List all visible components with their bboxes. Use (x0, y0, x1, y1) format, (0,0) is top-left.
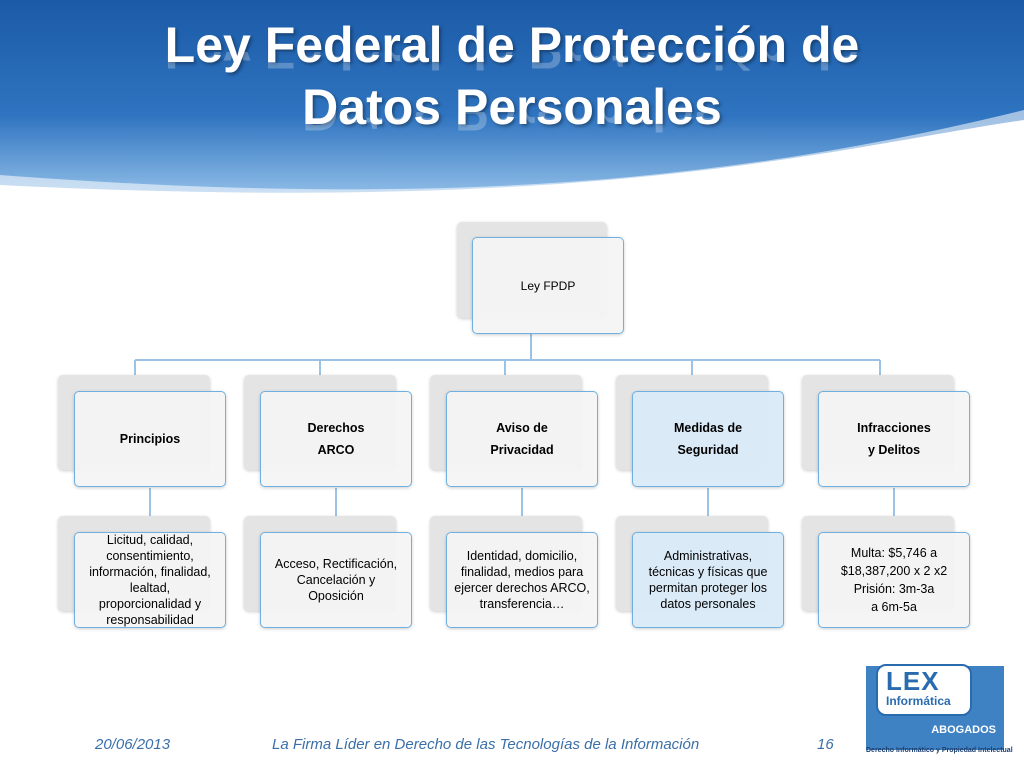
detail-line: Identidad, domicilio, (466, 549, 578, 563)
branch-heading-line: Privacidad (490, 443, 554, 457)
branch-heading-line: Principios (119, 432, 181, 446)
speech-bubble-icon (876, 664, 972, 716)
branch-principios: Principios (74, 391, 226, 487)
lex-informatica-logo: LEX Informática ABOGADOS Derecho Informá… (866, 664, 1013, 758)
detail-line: finalidad, medios para (460, 565, 584, 579)
detail-line: Cancelación y (296, 573, 376, 587)
branch-aviso-privacidad: Aviso de Privacidad (446, 391, 598, 487)
footer-page-number: 16 (817, 736, 834, 753)
detail-line: responsabilidad (106, 613, 194, 627)
detail-derechos-arco: Acceso, Rectificación, Cancelación y Opo… (260, 532, 412, 628)
detail-infracciones-delitos: Multa: $5,746 a $18,387,200 x 2 x2 Prisi… (818, 532, 970, 628)
detail-line: $18,387,200 x 2 x2 (840, 564, 948, 578)
detail-line: transferencia… (479, 597, 565, 611)
slide-title-reflection-1: Ley Federal de Protección de (0, 52, 1024, 80)
slide-title-line-1: Ley Federal de Protección de (164, 17, 860, 73)
header-band (0, 0, 1024, 203)
detail-line: Multa: $5,746 a (850, 546, 938, 560)
detail-line: a 6m-5a (871, 600, 917, 614)
detail-line: información, finalidad, (89, 565, 211, 579)
branch-heading-line: Aviso de (496, 421, 548, 435)
slide-title-line-2: Datos Personales (302, 79, 722, 135)
branch-infracciones-delitos: Infracciones y Delitos (818, 391, 970, 487)
detail-medidas-seguridad: Administrativas, técnicas y físicas que … (632, 532, 784, 628)
detail-line: Prisión: 3m-3a (853, 582, 935, 596)
detail-line: datos personales (660, 597, 756, 611)
slide-title-reflection-2: Datos Personales (302, 112, 722, 141)
branch-derechos-arco: Derechos ARCO (260, 391, 412, 487)
detail-line: permitan proteger los (648, 581, 768, 595)
detail-principios: Licitud, calidad, consentimiento, inform… (74, 532, 226, 628)
branch-heading-line: y Delitos (867, 443, 921, 457)
detail-aviso-privacidad: Identidad, domicilio, finalidad, medios … (446, 532, 598, 628)
logo-subtitle: Informática (886, 694, 951, 708)
branch-heading-line: Medidas de (673, 421, 743, 435)
detail-line: Acceso, Rectificación, (274, 557, 398, 571)
footer-date: 20/06/2013 (95, 736, 171, 753)
footer-tagline: La Firma Líder en Derecho de las Tecnolo… (272, 736, 700, 753)
logo-name: LEX (886, 666, 940, 696)
detail-line: proporcionalidad y (98, 597, 202, 611)
root-node-label: Ley FPDP (520, 278, 576, 293)
logo-label: ABOGADOS (931, 724, 996, 736)
branch-medidas-seguridad: Medidas de Seguridad (632, 391, 784, 487)
detail-line: lealtad, (129, 581, 171, 595)
detail-line: ejercer derechos ARCO, (454, 581, 590, 595)
root-node: Ley FPDP (472, 237, 624, 334)
detail-line: Oposición (308, 589, 364, 603)
detail-line: técnicas y físicas que (648, 565, 768, 579)
detail-line: consentimiento, (106, 549, 194, 563)
branch-heading-line: ARCO (317, 443, 355, 457)
branch-heading-line: Derechos (307, 421, 365, 435)
logo-tagline: Derecho Informático y Propiedad Intelect… (866, 747, 1013, 754)
branch-heading-line: Seguridad (677, 443, 739, 457)
branch-heading-line: Infracciones (857, 421, 931, 435)
detail-line: Administrativas, (663, 549, 753, 563)
detail-line: Licitud, calidad, (106, 533, 194, 547)
